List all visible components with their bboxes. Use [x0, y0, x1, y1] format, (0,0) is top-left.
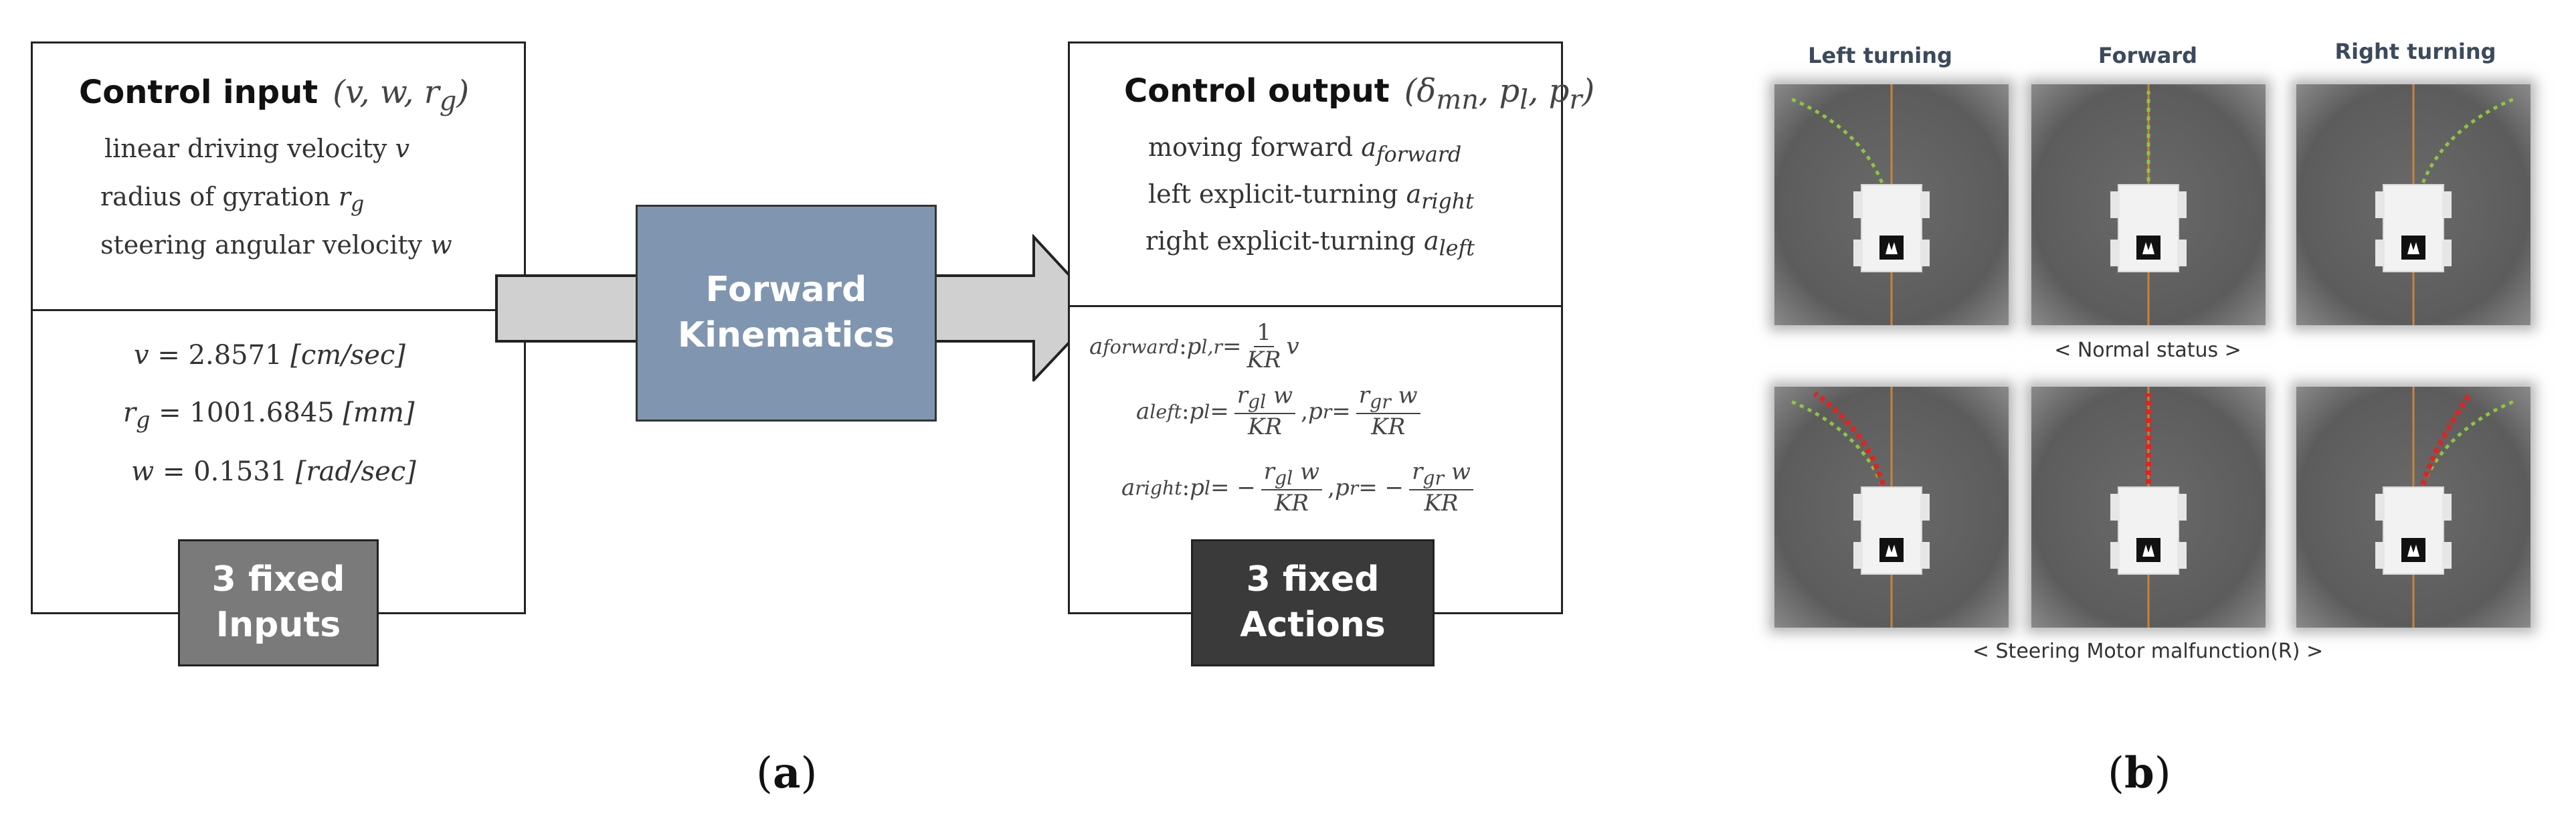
column-title-right-turning: Right turning [2334, 39, 2496, 64]
control-input-label: Control input [79, 74, 318, 111]
malfunction-forward-panel [2031, 387, 2266, 628]
output-line-right: right explicit-turning aleft [1145, 226, 1475, 261]
fixed-actions-badge: 3 fixed Actions [1191, 539, 1435, 666]
output-line-forward: moving forward aforward [1148, 132, 1462, 167]
column-title-forward: Forward [2098, 43, 2198, 68]
input-value-velocity: v = 2.8571 [cm/sec] [134, 340, 405, 371]
control-output-tuple: (δmn, pl, pr) [1404, 72, 1595, 116]
input-value-radius: rg = 1001.6845 [mm] [123, 397, 415, 433]
control-input-title: Control input (v, w, rg) [79, 74, 469, 117]
malfunction-left-panel [1774, 387, 2009, 628]
input-value-angular: w = 0.1531 [rad/sec] [131, 456, 416, 487]
input-line-angular: steering angular velocity w [100, 230, 452, 260]
input-line-radius: radius of gyration rg [100, 182, 365, 217]
panel-b-caption: (b) [2108, 748, 2171, 798]
control-output-divider [1068, 305, 1563, 307]
fixed-inputs-badge: 3 fixed Inputs [178, 539, 379, 666]
output-line-left: left explicit-turning aright [1148, 179, 1474, 214]
normal-left-panel [1774, 84, 2009, 325]
control-output-title: Control output (δmn, pl, pr) [1124, 72, 1594, 116]
normal-forward-panel [2031, 84, 2266, 325]
malfunction-caption: < Steering Motor malfunction(R) > [1972, 640, 2324, 663]
input-line-velocity: linear driving velocity v [104, 134, 410, 163]
malfunction-right-panel [2296, 387, 2531, 628]
normal-status-caption: < Normal status > [2054, 339, 2241, 362]
control-output-label: Control output [1124, 72, 1390, 110]
forward-kinematics-box: Forward Kinematics [636, 205, 937, 422]
column-title-left-turning: Left turning [1808, 43, 1952, 68]
control-input-box [31, 41, 526, 614]
normal-right-panel [2296, 84, 2531, 325]
panel-a-caption: (a) [756, 748, 818, 798]
control-input-tuple: (v, w, rg) [333, 74, 470, 117]
control-input-divider [31, 309, 526, 311]
